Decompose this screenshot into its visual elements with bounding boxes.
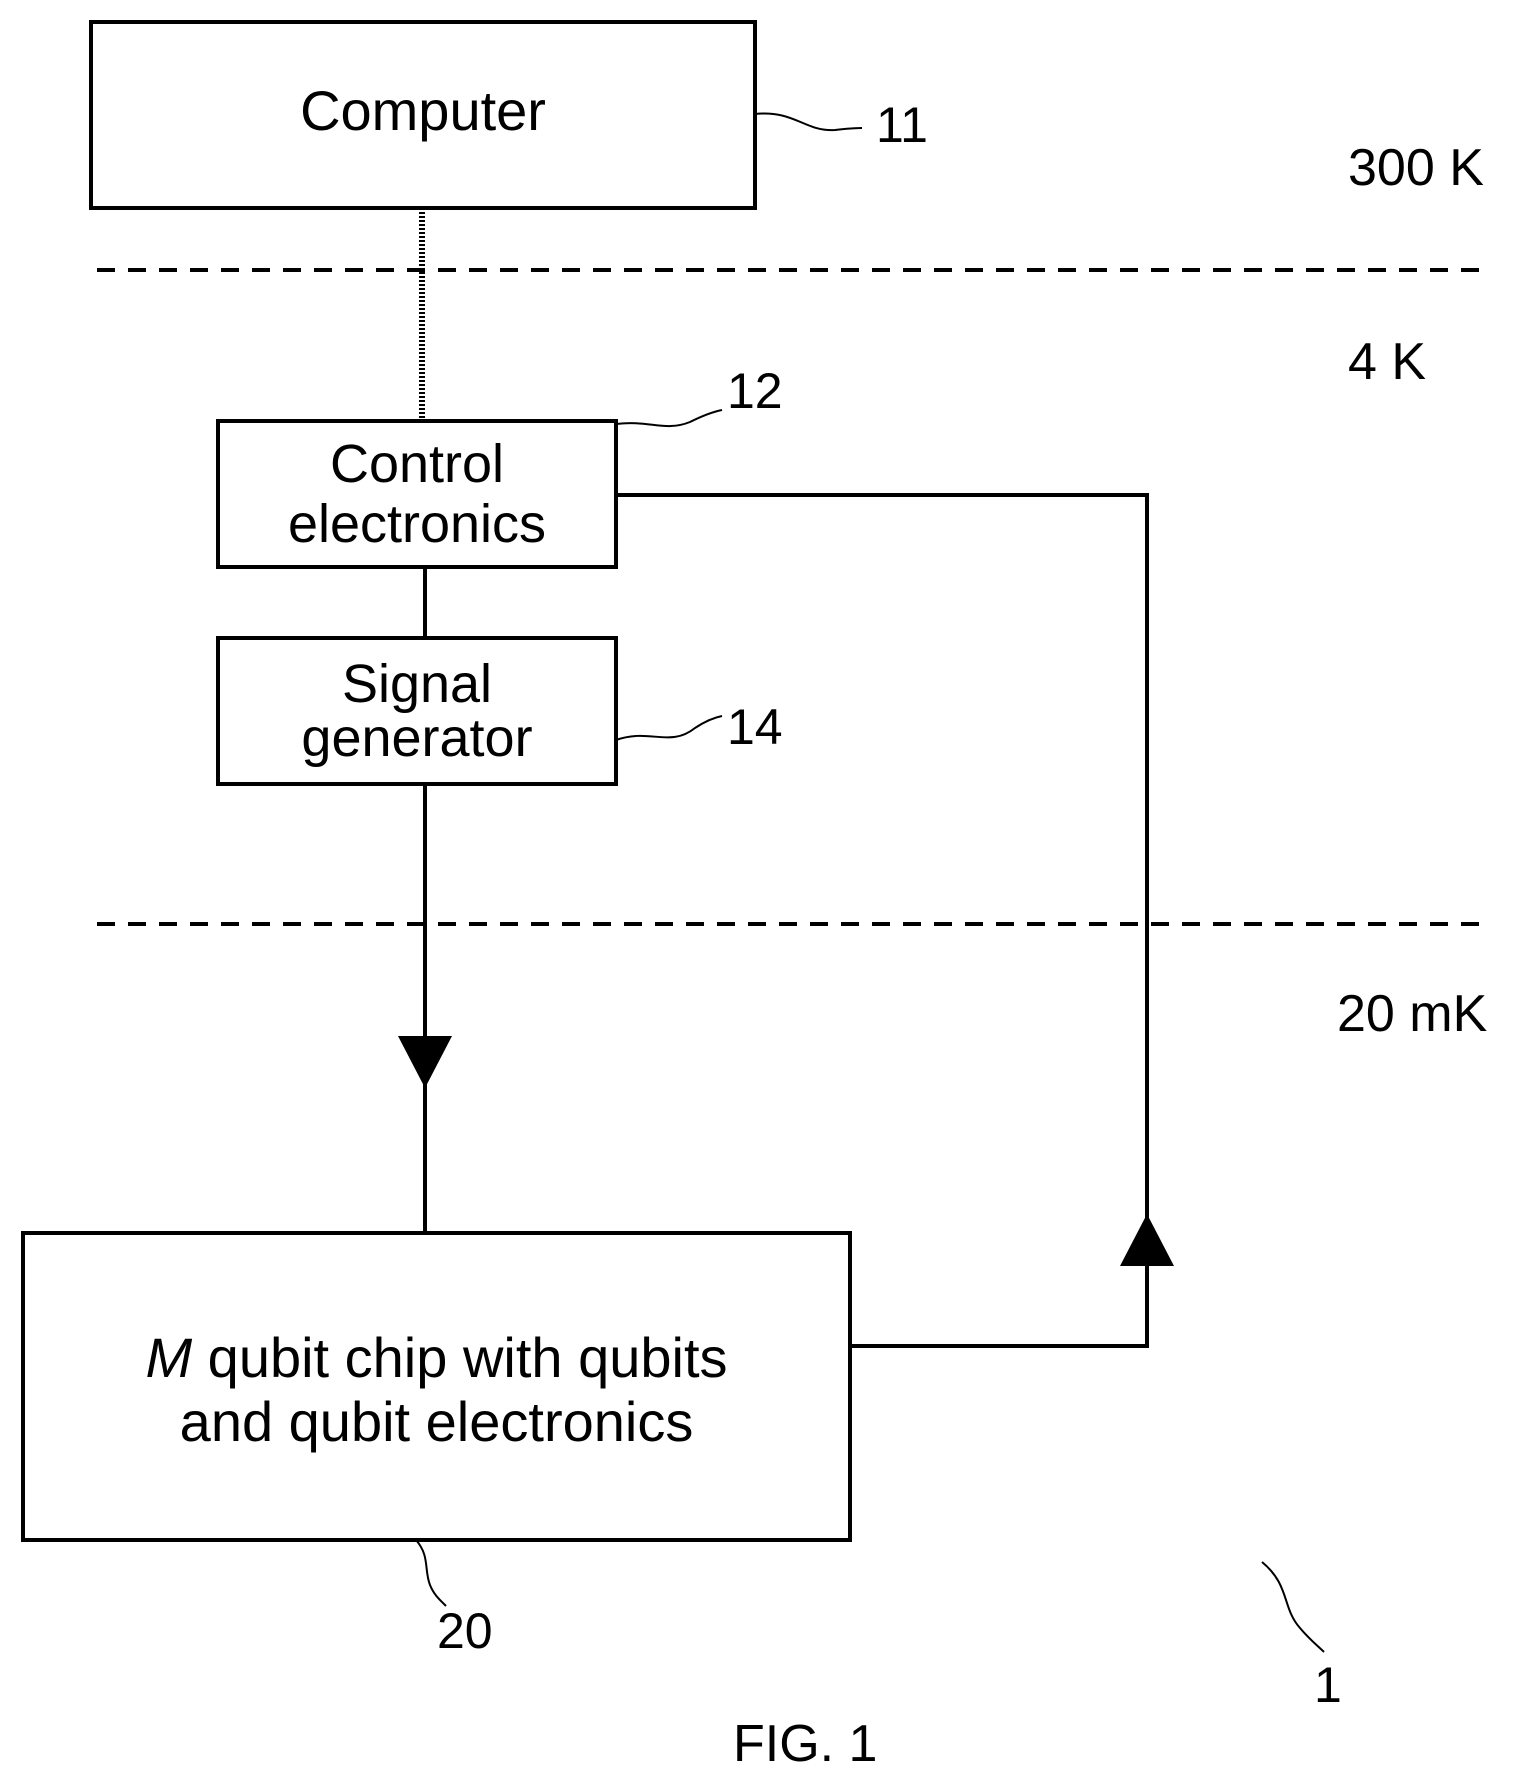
feedback-path <box>616 495 1147 1346</box>
qubit-chip-line1: M qubit chip with qubits <box>145 1326 727 1390</box>
down-arrow-head <box>398 1036 452 1088</box>
leader-1 <box>1262 1562 1324 1652</box>
leader-20 <box>416 1540 446 1606</box>
ref-20: 20 <box>437 1606 493 1656</box>
up-arrow-head <box>1120 1214 1174 1266</box>
temp-zone-4k: 4 K <box>1348 336 1426 388</box>
control-electronics-line2: electronics <box>288 494 546 554</box>
control-electronics-line1: Control <box>330 434 504 494</box>
signal-generator-label: Signal generator <box>218 648 616 774</box>
ref-14: 14 <box>727 702 783 752</box>
temp-zone-20mk: 20 mK <box>1337 988 1487 1040</box>
figure-caption: FIG. 1 <box>733 1718 877 1770</box>
ref-1: 1 <box>1314 1660 1342 1710</box>
leader-11 <box>755 114 862 131</box>
qubit-chip-line2: and qubit electronics <box>180 1390 694 1454</box>
computer-label: Computer <box>91 66 755 156</box>
control-electronics-label: Control electronics <box>218 426 616 562</box>
ref-11: 11 <box>876 100 928 150</box>
leader-14 <box>616 716 722 740</box>
ref-12: 12 <box>727 366 783 416</box>
signal-generator-line1: Signal <box>342 657 492 711</box>
qubit-chip-line1-rest: qubit chip with qubits <box>192 1326 727 1389</box>
qubit-count-variable: M <box>145 1326 192 1389</box>
signal-generator-line2: generator <box>301 711 532 765</box>
temp-zone-300k: 300 K <box>1348 142 1484 194</box>
leader-12 <box>616 410 722 426</box>
qubit-chip-label: M qubit chip with qubits and qubit elect… <box>23 1320 850 1460</box>
computer-label-text: Computer <box>300 80 546 143</box>
